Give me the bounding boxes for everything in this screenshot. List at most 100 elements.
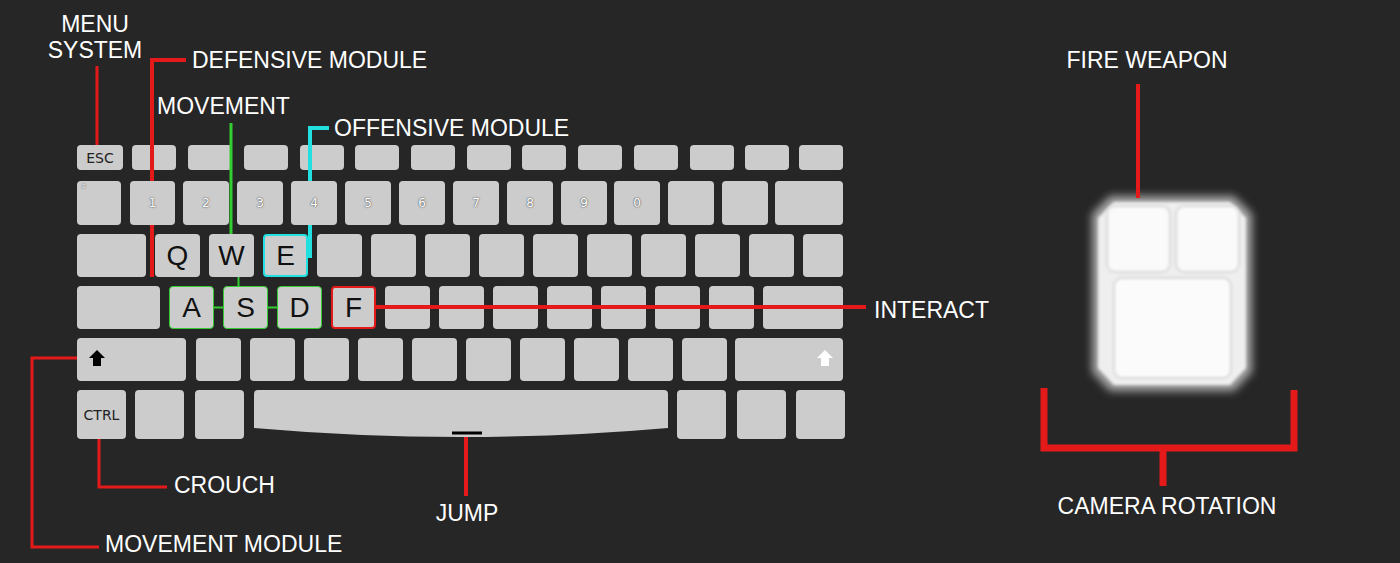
key: [799, 145, 843, 170]
key-label: A: [182, 294, 201, 322]
key-cap: 2: [183, 181, 229, 225]
key: [668, 181, 714, 225]
key: [304, 338, 349, 381]
bracket-stem: [1160, 448, 1167, 486]
key-cap: F: [331, 286, 376, 329]
mouse-palm: [1114, 278, 1231, 378]
key-cap: 7: [453, 181, 499, 225]
key: [371, 234, 416, 277]
mouse-body-shadow: [1092, 196, 1252, 391]
leader-line: [230, 123, 233, 234]
key: [317, 234, 362, 277]
key-label: CTRL: [84, 408, 120, 422]
key-label: S: [236, 294, 255, 322]
leader-line: [376, 305, 866, 309]
key: [425, 234, 470, 277]
shift-arrow: [817, 350, 833, 366]
key-cap: Q: [155, 234, 200, 277]
key: [522, 145, 566, 170]
key-cap: 0: [614, 181, 660, 225]
key-label: 1: [149, 197, 157, 209]
key-label: 7: [472, 197, 480, 209]
key-cap: ²: [77, 181, 121, 225]
key-label: ESC: [86, 151, 114, 165]
key-label: 3: [256, 197, 264, 209]
key-label: ²: [82, 184, 86, 193]
key-label: 2: [202, 197, 210, 209]
key: [479, 234, 524, 277]
key-cap: 6: [399, 181, 445, 225]
connector: [214, 307, 223, 309]
key-cap: 8: [507, 181, 553, 225]
callout-label: MOVEMENT MODULE: [105, 531, 342, 557]
key-cap: 3: [237, 181, 283, 225]
spacebar-mark: [452, 432, 482, 435]
key-cap: D: [277, 286, 322, 329]
key: [520, 338, 565, 381]
leader-line: [99, 439, 167, 487]
key: [628, 338, 673, 381]
key: [749, 234, 794, 277]
leader-line: [464, 437, 468, 496]
key-label: W: [218, 242, 244, 270]
key: [677, 390, 726, 439]
key: [574, 338, 619, 381]
key: [803, 234, 843, 277]
key: [77, 286, 160, 329]
key-label: 8: [526, 197, 534, 209]
key-label: E: [276, 242, 295, 270]
key: [77, 234, 146, 277]
key: [358, 338, 403, 381]
spacebar: [254, 390, 668, 437]
key-cap: W: [209, 234, 254, 277]
key-cap: A: [169, 286, 214, 329]
key: [737, 390, 786, 439]
key: [695, 234, 740, 277]
key: [682, 338, 727, 381]
key: [722, 181, 768, 225]
mouse-right-button: [1176, 206, 1239, 272]
callout-label: INTERACT: [874, 297, 989, 323]
key: [196, 338, 241, 381]
key-label: 9: [580, 197, 588, 209]
key: [244, 145, 288, 170]
key-label: Q: [167, 242, 189, 270]
key-label: 6: [418, 197, 426, 209]
key-cap: ESC: [77, 145, 123, 170]
key-label: D: [289, 294, 309, 322]
key: [355, 145, 399, 170]
key: [188, 145, 232, 170]
key-label: 0: [633, 197, 641, 209]
key: [641, 234, 686, 277]
key: [634, 145, 678, 170]
callout-label: MENU SYSTEM: [40, 11, 150, 63]
key: [411, 145, 455, 170]
key-label: 4: [310, 197, 318, 209]
key: [578, 145, 622, 170]
mouse-left-button: [1107, 206, 1170, 272]
callout-label: DEFENSIVE MODULE: [192, 47, 427, 73]
key: [195, 390, 244, 439]
key-cap: E: [263, 234, 308, 277]
callout-label: FIRE WEAPON: [1066, 47, 1227, 73]
leader-line: [96, 66, 99, 145]
key: [775, 181, 843, 225]
callout-label: CROUCH: [174, 472, 275, 498]
callout-label: JUMP: [436, 500, 499, 526]
key: [735, 338, 843, 381]
key: [467, 145, 511, 170]
key: [250, 338, 295, 381]
callout-label: OFFENSIVE MODULE: [334, 115, 569, 141]
key: [412, 338, 457, 381]
key: [533, 234, 578, 277]
key: [77, 338, 186, 381]
key-label: F: [345, 294, 362, 322]
key: [300, 145, 344, 170]
leader-line: [1136, 84, 1140, 198]
key: [745, 145, 789, 170]
mouse-body: [1098, 202, 1246, 385]
key-label: 5: [364, 197, 372, 209]
key: [587, 234, 632, 277]
key: [796, 390, 845, 439]
